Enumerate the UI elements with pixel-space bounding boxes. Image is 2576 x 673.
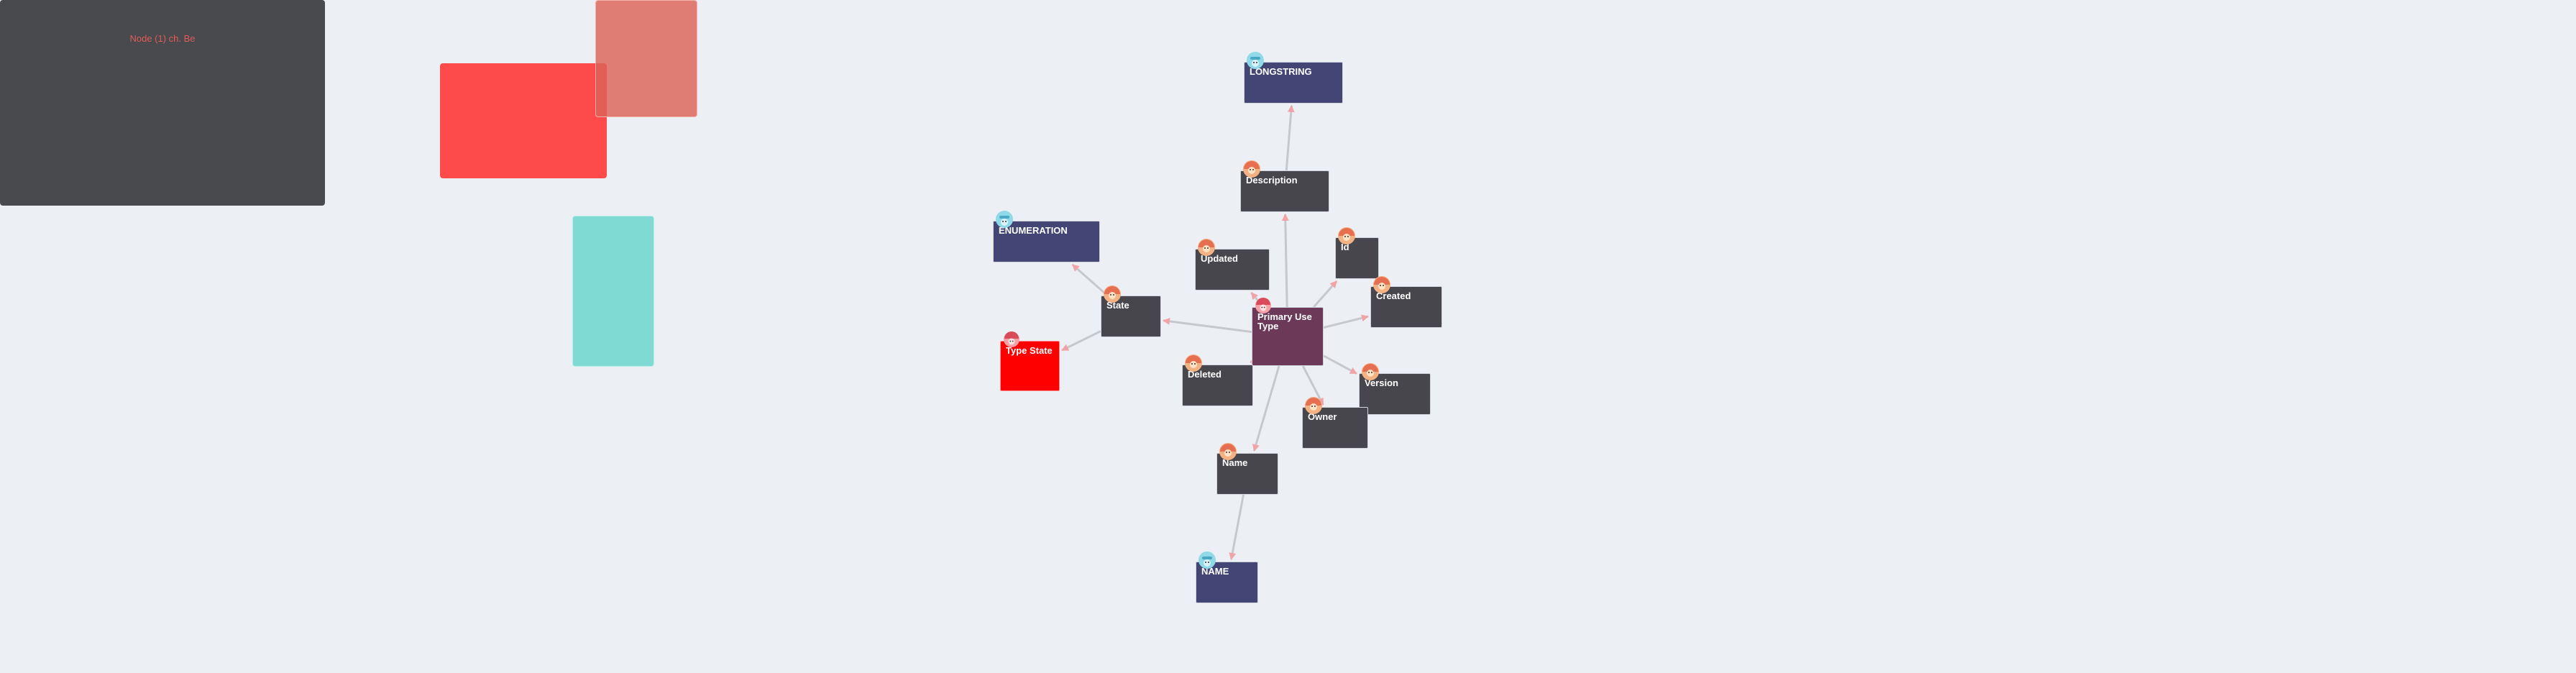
node-label: Created xyxy=(1376,290,1411,301)
field-icon xyxy=(1219,442,1237,461)
node-name-type[interactable]: NAME xyxy=(1196,562,1258,603)
field-icon xyxy=(1304,396,1323,415)
field-icon xyxy=(1361,362,1380,381)
node-label: LONGSTRING xyxy=(1250,66,1312,77)
node-type-state[interactable]: Type State xyxy=(1000,341,1060,391)
node-description[interactable]: Description xyxy=(1240,170,1329,212)
node-enumeration[interactable]: ENUMERATION xyxy=(993,221,1100,262)
node-label: Type State xyxy=(1006,345,1053,356)
entity-icon xyxy=(1002,330,1021,349)
dark-panel: Node (1) ch. Be xyxy=(0,0,325,206)
node-longstring[interactable]: LONGSTRING xyxy=(1244,62,1343,104)
edge-primary-state xyxy=(1163,317,1252,334)
edge-description-longstring xyxy=(1285,105,1295,171)
edge-primary-description xyxy=(1281,214,1289,308)
node-name[interactable]: Name xyxy=(1216,453,1278,495)
type-icon xyxy=(1246,51,1265,70)
node-label: Version xyxy=(1365,377,1398,388)
red-rectangle[interactable] xyxy=(440,63,607,178)
entity-icon xyxy=(1254,296,1273,315)
field-icon xyxy=(1372,275,1391,294)
edge-primary-id xyxy=(1313,280,1338,308)
edge-primary-owner xyxy=(1301,365,1324,406)
node-label: Id xyxy=(1341,242,1349,252)
node-id[interactable]: Id xyxy=(1335,237,1379,279)
field-icon xyxy=(1242,160,1261,178)
edge-state-enumeration xyxy=(1071,263,1109,297)
node-label: State xyxy=(1106,300,1129,311)
field-icon xyxy=(1197,238,1216,257)
type-icon xyxy=(995,210,1014,229)
node-label: ENUMERATION xyxy=(999,225,1068,236)
node-label: NAME xyxy=(1201,566,1229,577)
edge-primary-name xyxy=(1252,365,1280,452)
node-label: Owner xyxy=(1308,411,1337,422)
field-icon xyxy=(1337,226,1356,245)
node-label: Name xyxy=(1222,457,1248,468)
node-primary-use-type[interactable]: Primary Use Type xyxy=(1252,307,1324,366)
edge-name-name_type xyxy=(1229,494,1245,560)
node-label: Primary Use Type xyxy=(1257,311,1312,331)
field-icon xyxy=(1103,285,1122,303)
type-icon xyxy=(1198,551,1216,569)
field-icon xyxy=(1184,354,1203,372)
teal-rectangle[interactable] xyxy=(572,216,654,367)
node-label: Description xyxy=(1246,175,1298,186)
salmon-rectangle[interactable] xyxy=(595,0,697,117)
node-label: Deleted xyxy=(1188,369,1221,380)
edge-state-type_state xyxy=(1061,330,1101,352)
edge-primary-version xyxy=(1323,354,1357,375)
panel-caption: Node (1) ch. Be xyxy=(129,33,196,44)
node-label: Updated xyxy=(1201,253,1238,264)
edge-primary-created xyxy=(1323,314,1369,329)
